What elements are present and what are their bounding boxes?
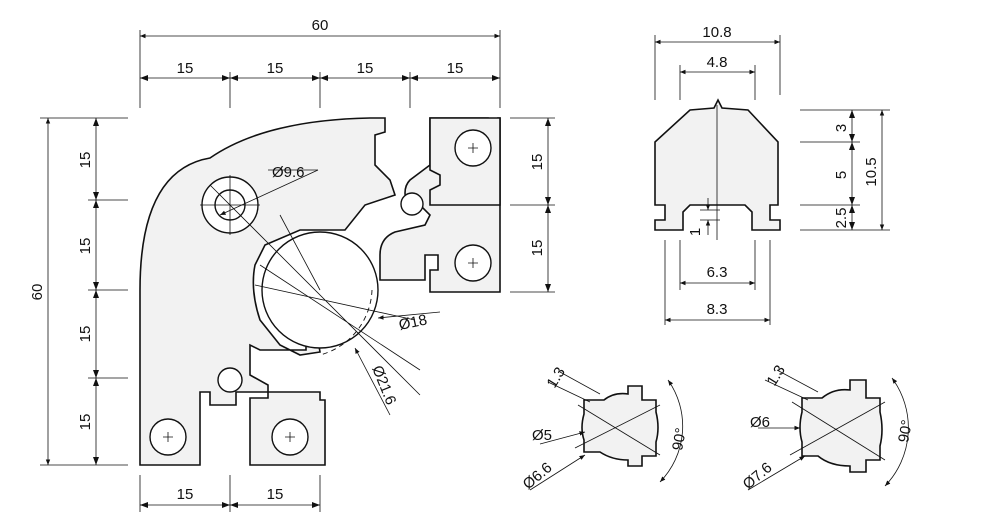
dim-slot-bottom-inner: 6.3 (707, 264, 728, 281)
core-large-inner-dia: Ø6 (750, 414, 770, 431)
core-large-angle: 90° (895, 419, 916, 444)
core-detail-small: 1.3 Ø5 Ø6.6 90° (520, 364, 690, 493)
dim-bottom-1: 15 (177, 486, 194, 503)
core-detail-large: 1.3 Ø6 Ø7.6 90° (740, 362, 916, 493)
dim-slot-h-mid: 5 (833, 171, 850, 179)
dim-overall-height: 60 (29, 284, 46, 301)
dim-left-2: 15 (77, 238, 94, 255)
dim-small-hole: Ø9.6 (272, 164, 305, 181)
profile-view (139, 117, 501, 466)
core-large-gap: 1.3 (763, 362, 788, 389)
round-hole-upper (400, 192, 424, 216)
dim-slot-top-opening: 4.8 (707, 54, 728, 71)
dim-slot-bottom-outer: 8.3 (707, 301, 728, 318)
center-lines (200, 175, 421, 396)
core-small-outline (581, 385, 659, 467)
core-small-gap: 1.3 (543, 364, 568, 391)
core-large-outline (799, 379, 883, 473)
dim-slot-lip: 1 (687, 228, 704, 236)
dim-right-2: 15 (529, 240, 546, 257)
dim-overall-width: 60 (312, 17, 329, 34)
dim-right-1: 15 (529, 154, 546, 171)
dim-bottom-2: 15 (267, 486, 284, 503)
dim-top-4: 15 (447, 60, 464, 77)
core-large-outer-dia: Ø7.6 (740, 459, 776, 493)
dim-slot-h-lower: 2.5 (833, 208, 850, 229)
core-hole-bottom-left (149, 418, 187, 456)
dim-inner-bore: Ø18 (397, 311, 428, 334)
core-small-angle: 90° (669, 427, 690, 452)
dim-left-4: 15 (77, 414, 94, 431)
slot-detail-view: 10.8 4.8 6.3 8.3 1 3 5 2.5 10.5 (654, 24, 890, 325)
dim-top-2: 15 (267, 60, 284, 77)
bore-hidden-outline (319, 289, 373, 356)
slot-outline (654, 98, 781, 231)
core-small-outer-dia: Ø6.6 (520, 459, 556, 493)
core-small-inner-dia: Ø5 (532, 427, 552, 444)
dim-left-3: 15 (77, 326, 94, 343)
dim-slot-top-width: 10.8 (702, 24, 731, 41)
profile-dimensions: 60 15 15 15 15 60 15 15 15 15 15 15 15 1… (29, 17, 555, 512)
core-hole-right (454, 244, 492, 282)
dim-slot-h-total: 10.5 (863, 157, 880, 186)
dim-slot-h-upper: 3 (833, 124, 850, 132)
round-hole-lower (217, 367, 243, 393)
core-hole-top (454, 129, 492, 167)
dim-top-1: 15 (177, 60, 194, 77)
dim-left-1: 15 (77, 152, 94, 169)
core-hole-bottom-right (271, 418, 309, 456)
dim-top-3: 15 (357, 60, 374, 77)
